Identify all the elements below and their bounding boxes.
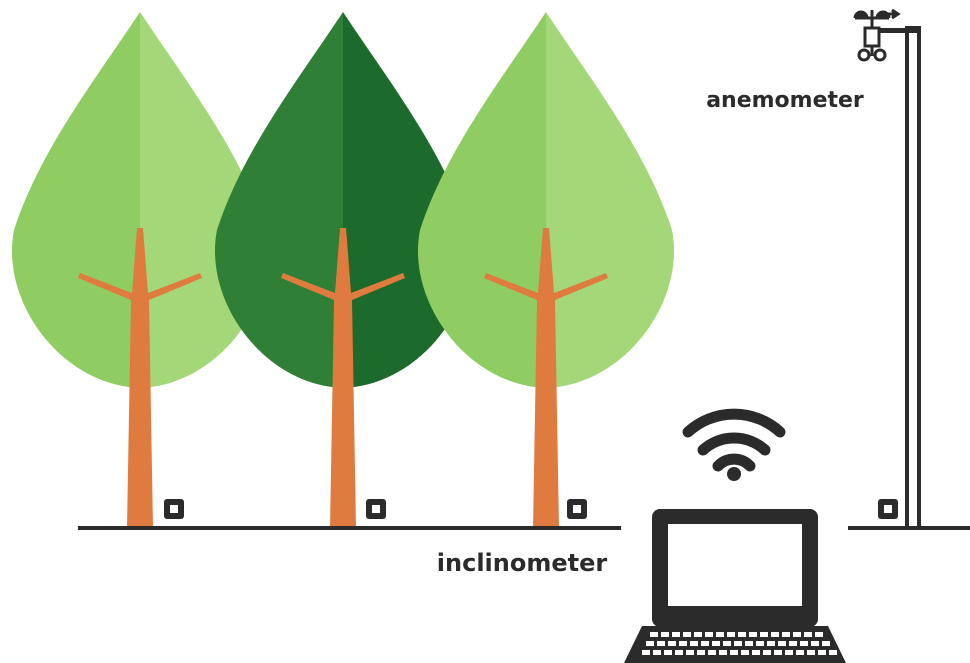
tree-3: [417, 12, 675, 528]
keyboard-key: [727, 632, 735, 637]
tree-3-canopy-right: [546, 12, 675, 388]
keyboard-key: [741, 650, 749, 655]
keyboard-key: [672, 632, 680, 637]
keyboard-key: [767, 641, 775, 646]
tree-3-trunk: [484, 228, 608, 528]
keyboard-key: [745, 641, 753, 646]
keyboard-key: [708, 650, 716, 655]
tree-1-trunk: [78, 228, 202, 528]
anemometer-label: anemometer: [706, 88, 864, 113]
sensor-box-icon: [164, 499, 898, 519]
keyboard-key: [694, 632, 702, 637]
keyboard-key: [752, 650, 760, 655]
anemometer-pole: [874, 26, 921, 530]
keyboard-key: [661, 632, 669, 637]
keyboard-key: [815, 632, 823, 637]
pole-body: [905, 26, 921, 530]
keyboard-key: [778, 641, 786, 646]
keyboard-key: [668, 641, 676, 646]
pole-arm: [874, 28, 919, 33]
keyboard-key: [723, 641, 731, 646]
keyboard-key: [804, 632, 812, 637]
laptop-icon: [624, 509, 846, 663]
keyboard-key: [712, 641, 720, 646]
keyboard-key: [679, 641, 687, 646]
keyboard-key: [807, 650, 815, 655]
keyboard-key: [719, 650, 727, 655]
keyboard-key: [701, 641, 709, 646]
keyboard-key: [771, 632, 779, 637]
keyboard-key: [646, 641, 654, 646]
keyboard-key: [650, 632, 658, 637]
keyboard-key: [800, 641, 808, 646]
keyboard-key: [760, 632, 768, 637]
keyboard-key: [793, 632, 801, 637]
keyboard-key: [763, 650, 771, 655]
keyboard-key: [716, 632, 724, 637]
keyboard-key: [675, 650, 683, 655]
ground-line-left: [78, 526, 621, 530]
keyboard-key: [642, 650, 650, 655]
keyboard-key: [818, 650, 826, 655]
keyboard-key: [822, 641, 830, 646]
anemometer-icon: [853, 8, 901, 62]
keyboard-key: [697, 650, 705, 655]
keyboard-key: [664, 650, 672, 655]
tree-2-trunk: [281, 228, 405, 528]
keyboard-key: [749, 632, 757, 637]
laptop-screen: [668, 524, 802, 606]
keyboard-key: [756, 641, 764, 646]
tree-1-canopy-left: [11, 12, 141, 388]
keyboard-key: [683, 632, 691, 637]
keyboard-key: [686, 650, 694, 655]
keyboard-key: [811, 641, 819, 646]
keyboard-key: [738, 632, 746, 637]
keyboard-key: [734, 641, 742, 646]
keyboard-key: [705, 632, 713, 637]
keyboard-key: [657, 641, 665, 646]
keyboard-key: [653, 650, 661, 655]
tree-2-canopy-left: [214, 12, 343, 388]
laptop-keyboard: [642, 632, 837, 655]
keyboard-key: [690, 641, 698, 646]
keyboard-key: [730, 650, 738, 655]
tree-3-canopy-left: [417, 12, 546, 388]
keyboard-key: [829, 650, 837, 655]
keyboard-key: [785, 650, 793, 655]
keyboard-key: [796, 650, 804, 655]
inclinometer-label: inclinometer: [437, 549, 608, 577]
keyboard-key: [774, 650, 782, 655]
keyboard-key: [782, 632, 790, 637]
wifi-icon: [682, 408, 786, 481]
keyboard-key: [789, 641, 797, 646]
